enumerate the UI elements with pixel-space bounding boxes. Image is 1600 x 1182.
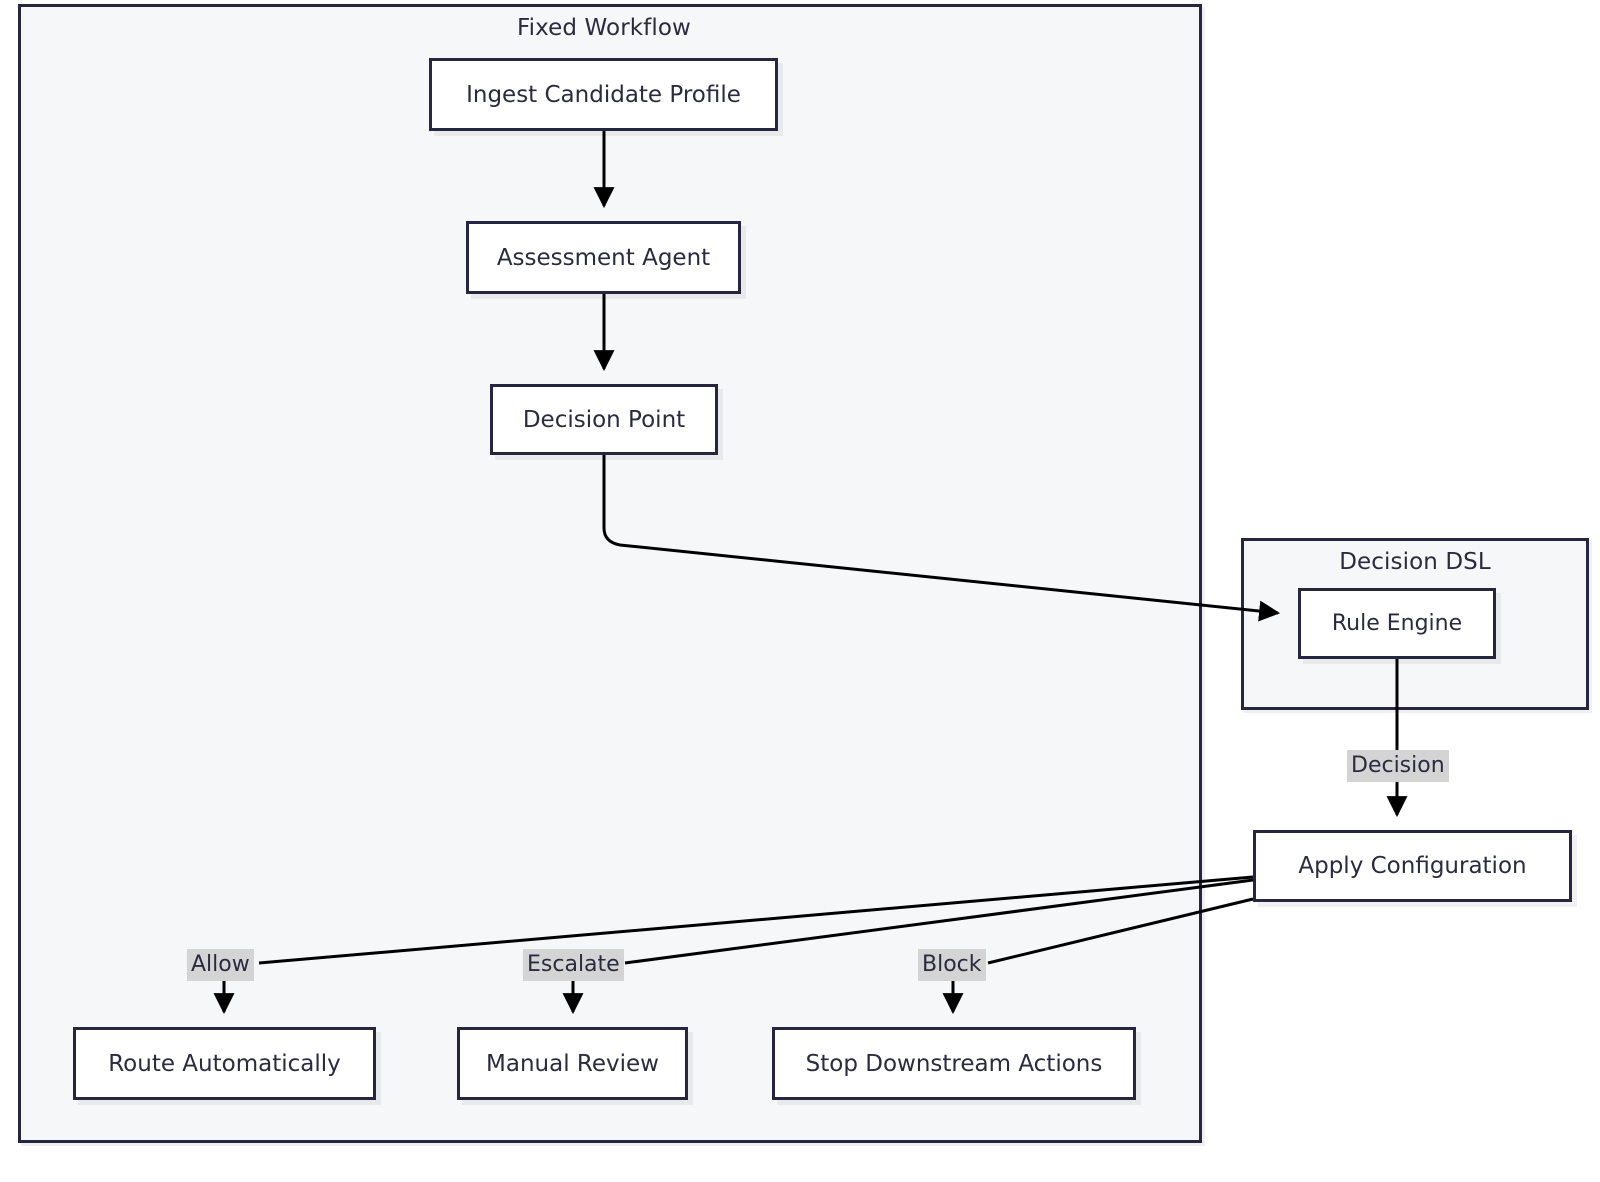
- node-rule-engine[interactable]: Rule Engine: [1298, 588, 1496, 659]
- node-manual-review[interactable]: Manual Review: [457, 1027, 688, 1100]
- node-decision-point[interactable]: Decision Point: [490, 384, 718, 455]
- edge-label-block: Block: [918, 949, 986, 982]
- node-stop-downstream-actions[interactable]: Stop Downstream Actions: [772, 1027, 1136, 1100]
- node-route-automatically-label: Route Automatically: [108, 1050, 341, 1077]
- node-assessment-agent[interactable]: Assessment Agent: [466, 221, 741, 294]
- node-apply-configuration[interactable]: Apply Configuration: [1253, 830, 1572, 902]
- subgraph-decision-dsl-title: Decision DSL: [1339, 549, 1491, 575]
- edge-decision-point-to-rule-engine: [602, 455, 1281, 622]
- node-manual-review-label: Manual Review: [486, 1050, 659, 1077]
- edge-apply-config-to-manual-review: [624, 878, 1254, 965]
- node-assessment-agent-label: Assessment Agent: [496, 244, 711, 271]
- edge-label-decision: Decision: [1347, 750, 1449, 783]
- edge-apply-config-to-route-auto: [258, 875, 1254, 965]
- node-rule-engine-label: Rule Engine: [1331, 611, 1463, 636]
- node-ingest-candidate-profile[interactable]: Ingest Candidate Profile: [429, 58, 778, 131]
- edge-label-allow: Allow: [187, 949, 254, 982]
- node-stop-downstream-actions-label: Stop Downstream Actions: [805, 1050, 1103, 1077]
- edge-apply-config-to-stop-actions: [987, 897, 1254, 965]
- node-route-automatically[interactable]: Route Automatically: [73, 1027, 376, 1100]
- node-decision-point-label: Decision Point: [522, 406, 686, 433]
- node-ingest-candidate-profile-label: Ingest Candidate Profile: [466, 81, 741, 108]
- edge-label-escalate: Escalate: [523, 949, 624, 982]
- node-apply-configuration-label: Apply Configuration: [1298, 853, 1527, 879]
- subgraph-fixed-workflow-title: Fixed Workflow: [517, 15, 691, 41]
